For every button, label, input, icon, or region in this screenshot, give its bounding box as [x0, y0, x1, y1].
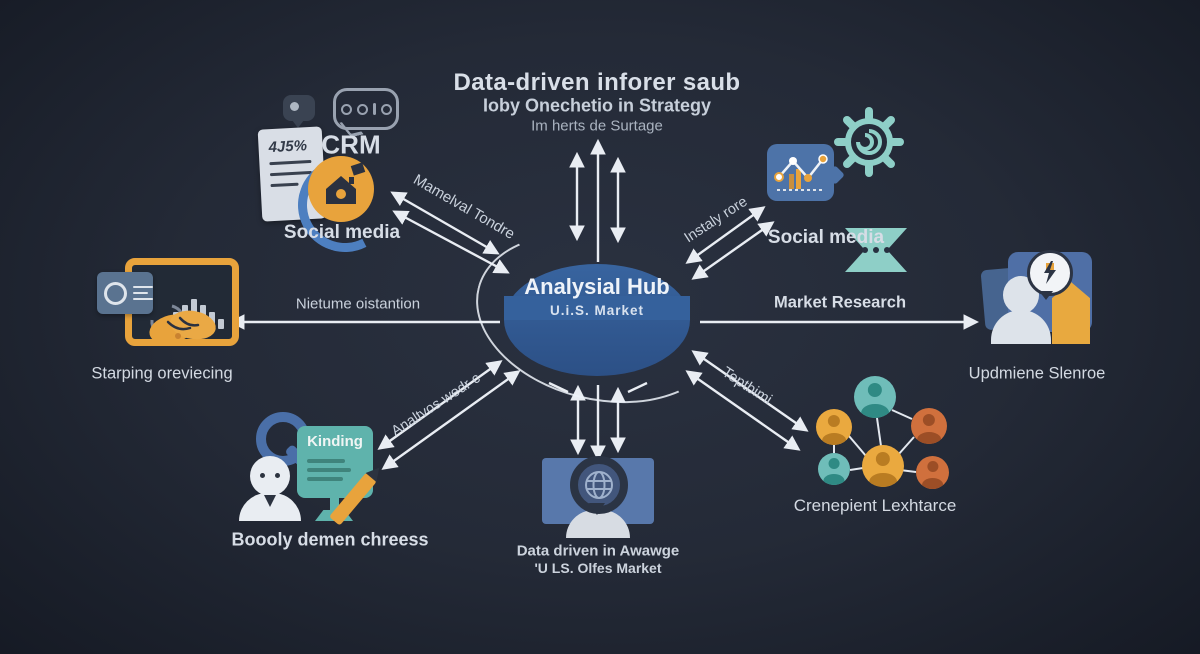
line-chart-glyph — [774, 154, 828, 191]
line-chart-icon — [767, 144, 834, 201]
pin-tail — [1039, 291, 1053, 300]
chat-pin-icon — [283, 95, 315, 128]
document-text: 4J5% — [268, 137, 308, 157]
board-line — [307, 477, 343, 481]
analysis-hub: Analysial Hub U.i.S. Market — [504, 240, 690, 352]
spool-dots — [862, 247, 890, 253]
handshake-icon — [138, 296, 224, 350]
hub-title: Analysial Hub — [524, 274, 670, 299]
bubble-dot — [340, 103, 352, 115]
network-caption: Crenepient Lexhtarce — [793, 496, 957, 515]
audience-caption: Updmiene Slenroe — [968, 364, 1106, 383]
gear-icon — [833, 106, 905, 178]
kinding-caption: Boooly demen chreess — [231, 529, 429, 550]
arrow-label-left: Nietume oistantion — [295, 295, 421, 313]
lens-ring-glyph — [104, 281, 127, 305]
network-person-icon — [916, 456, 949, 489]
crm-label: CRM — [321, 129, 381, 160]
network-person-icon — [911, 408, 947, 444]
board-neck — [330, 497, 339, 511]
house-glyph — [326, 176, 356, 204]
arrow-label-right: Market Research — [773, 293, 907, 312]
page-title: Data-driven inforer saub — [453, 69, 741, 96]
lightning-glyph — [1044, 261, 1056, 284]
bubble-dot — [356, 103, 368, 115]
network-person-icon — [816, 409, 852, 445]
globe-glyph — [585, 471, 613, 499]
house-icon — [308, 156, 374, 222]
pin-lightning-icon — [1027, 250, 1073, 296]
reporting-caption: Starping oreviecing — [91, 364, 233, 383]
bubble-bar — [372, 103, 376, 115]
network-person-icon — [862, 445, 904, 487]
board-title: Kinding — [307, 433, 363, 450]
ellipsis-bubble-icon — [333, 88, 399, 130]
arrow-lines — [228, 138, 980, 470]
search-caption-line2: 'U LS. Olfes Market — [534, 560, 662, 576]
board-line — [307, 468, 351, 472]
page-subtitle: Ioby Onechetio in Strategy — [482, 95, 712, 116]
document-line — [269, 159, 312, 166]
page-subtitle-2: Im herts de Surtage — [531, 117, 663, 135]
network-person-icon — [854, 376, 896, 418]
hub-subtitle: U.i.S. Market — [549, 303, 645, 318]
lens-panel-icon — [97, 272, 153, 314]
bubble-dot — [380, 103, 392, 115]
search-caption-line1: Data driven in Awawge — [516, 542, 680, 560]
board-line — [307, 459, 345, 463]
social-media-left-caption: Social media — [283, 222, 401, 243]
magnifier-chin — [589, 503, 605, 515]
analyst-head — [250, 456, 290, 496]
hub-cylinder-body — [504, 296, 690, 320]
document-line — [269, 170, 313, 177]
lens-lines-glyph — [133, 282, 153, 304]
social-media-right-caption: Social media — [767, 227, 885, 248]
document-line — [270, 182, 299, 188]
hub-cylinder-side — [504, 264, 690, 376]
network-person-icon — [818, 453, 850, 485]
